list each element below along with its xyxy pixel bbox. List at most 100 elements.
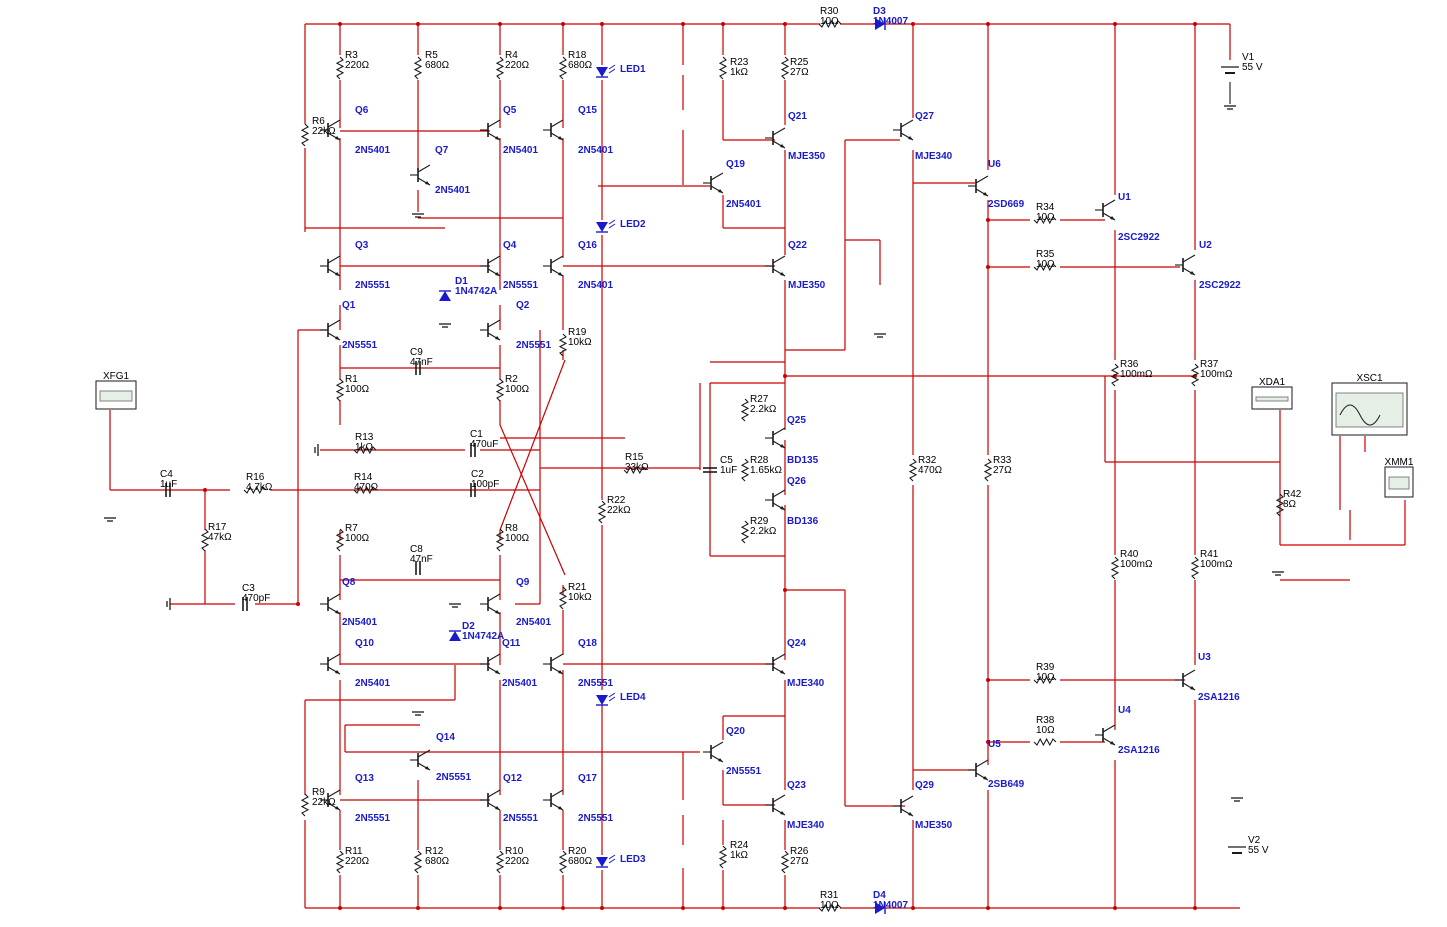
distortion-analyzer-xda1[interactable]: XDA1 <box>1251 377 1293 410</box>
component-r28[interactable] <box>740 458 750 482</box>
component-u3[interactable] <box>1175 669 1196 691</box>
component-r36[interactable] <box>1110 363 1120 387</box>
component-q9[interactable] <box>480 593 501 615</box>
component-r10[interactable] <box>495 850 505 874</box>
component-r7[interactable] <box>335 528 345 552</box>
component-q8[interactable] <box>320 593 341 615</box>
oscilloscope-xsc1[interactable]: XSC1 <box>1331 373 1408 436</box>
component-r26[interactable] <box>780 850 790 874</box>
component-led2[interactable] <box>596 219 616 233</box>
component-r29[interactable] <box>740 520 750 544</box>
component-r5[interactable] <box>413 56 423 80</box>
component-d3[interactable] <box>875 18 886 30</box>
component-u2[interactable] <box>1175 254 1196 276</box>
component-r38[interactable] <box>1033 737 1057 747</box>
component-q16[interactable] <box>543 255 564 277</box>
multimeter-xmm1[interactable]: XMM1 <box>1384 457 1414 498</box>
component-r41[interactable] <box>1190 556 1200 580</box>
component-q3[interactable] <box>320 255 341 277</box>
component-c2[interactable] <box>470 483 476 497</box>
component-c8[interactable] <box>415 561 421 575</box>
component-q18[interactable] <box>543 653 564 675</box>
component-q15[interactable] <box>543 119 564 141</box>
component-q10[interactable] <box>320 653 341 675</box>
component-r2[interactable] <box>495 378 505 402</box>
component-d2[interactable] <box>449 630 461 641</box>
component-r18[interactable] <box>558 56 568 80</box>
component-u1[interactable] <box>1095 199 1116 221</box>
component-r24[interactable] <box>718 845 728 869</box>
component-led4[interactable] <box>596 692 616 706</box>
component-r19[interactable] <box>558 333 568 357</box>
component-q11[interactable] <box>480 653 501 675</box>
component-q20[interactable] <box>703 741 724 763</box>
component-r25[interactable] <box>780 56 790 80</box>
component-q26[interactable] <box>765 489 786 511</box>
component-r14[interactable] <box>353 485 377 495</box>
ground-icon <box>412 711 424 716</box>
component-r31[interactable] <box>818 903 842 913</box>
component-led3[interactable] <box>596 854 616 868</box>
component-r4[interactable] <box>495 56 505 80</box>
component-q2[interactable] <box>480 319 501 341</box>
component-r42[interactable] <box>1275 493 1285 517</box>
component-q27[interactable] <box>893 119 914 141</box>
component-q19[interactable] <box>703 172 724 194</box>
component-c1[interactable] <box>470 443 476 457</box>
component-c3[interactable] <box>242 597 248 611</box>
component-r13[interactable] <box>353 445 377 455</box>
component-r12[interactable] <box>413 850 423 874</box>
component-r32[interactable] <box>908 458 918 482</box>
component-q1[interactable] <box>320 319 341 341</box>
component-r33[interactable] <box>983 458 993 482</box>
component-d4[interactable] <box>875 902 886 914</box>
component-c4[interactable] <box>165 483 171 497</box>
component-q13[interactable] <box>320 789 341 811</box>
component-led1[interactable] <box>596 64 616 78</box>
component-u4[interactable] <box>1095 724 1116 746</box>
component-r15[interactable] <box>623 465 647 475</box>
ground-icon <box>412 213 424 218</box>
component-v1[interactable] <box>1221 66 1239 74</box>
component-q25[interactable] <box>765 427 786 449</box>
component-r40[interactable] <box>1110 556 1120 580</box>
junction <box>783 22 787 26</box>
component-u5[interactable] <box>968 759 989 781</box>
component-u6[interactable] <box>968 175 989 197</box>
component-q24[interactable] <box>765 653 786 675</box>
function-generator-xfg1[interactable]: XFG1 <box>95 371 137 410</box>
component-r34[interactable] <box>1033 215 1057 225</box>
component-c9[interactable] <box>415 361 421 375</box>
component-q7[interactable] <box>410 164 431 186</box>
component-q29[interactable] <box>893 795 914 817</box>
component-r30[interactable] <box>818 19 842 29</box>
component-d1[interactable] <box>439 290 451 301</box>
component-q5[interactable] <box>480 119 501 141</box>
component-r22[interactable] <box>597 500 607 524</box>
component-r39[interactable] <box>1033 675 1057 685</box>
component-r20[interactable] <box>558 850 568 874</box>
component-r16[interactable] <box>243 485 267 495</box>
component-r11[interactable] <box>335 850 345 874</box>
component-q12[interactable] <box>480 789 501 811</box>
component-q22[interactable] <box>765 255 786 277</box>
component-r35[interactable] <box>1033 262 1057 272</box>
component-r37[interactable] <box>1190 363 1200 387</box>
component-q17[interactable] <box>543 789 564 811</box>
component-r3[interactable] <box>335 56 345 80</box>
component-r9[interactable] <box>300 793 310 817</box>
component-c5[interactable] <box>703 467 717 473</box>
component-r21[interactable] <box>558 586 568 610</box>
component-q6[interactable] <box>320 119 341 141</box>
component-r23[interactable] <box>718 56 728 80</box>
component-r27[interactable] <box>740 398 750 422</box>
component-q4[interactable] <box>480 255 501 277</box>
component-q23[interactable] <box>765 794 786 816</box>
component-v2[interactable] <box>1228 846 1246 854</box>
component-r6[interactable] <box>300 123 310 147</box>
component-r1[interactable] <box>335 378 345 402</box>
component-q14[interactable] <box>410 749 431 771</box>
component-r8[interactable] <box>495 528 505 552</box>
component-r17[interactable] <box>200 528 210 552</box>
component-q21[interactable] <box>765 127 786 149</box>
